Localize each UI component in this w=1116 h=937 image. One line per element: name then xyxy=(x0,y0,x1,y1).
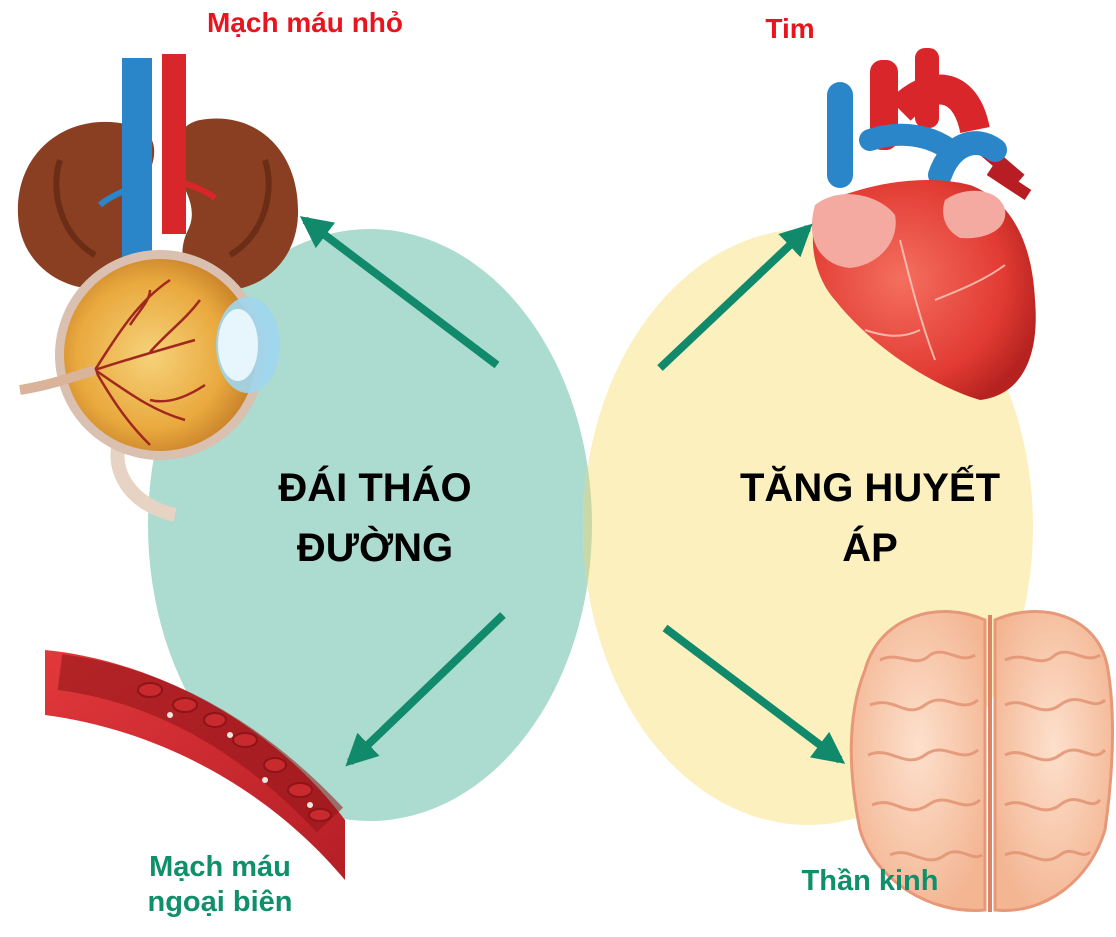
diabetes-title-line1: ĐÁI THÁO xyxy=(230,458,520,518)
diabetes-title: ĐÁI THÁO ĐƯỜNG xyxy=(230,458,520,578)
label-nerves: Thần kinh xyxy=(770,864,970,899)
label-heart: Tim xyxy=(740,12,840,46)
hypertension-title-line2: ÁP xyxy=(710,518,1030,578)
label-peripheral-line2: ngoại biên xyxy=(110,885,330,920)
diabetes-title-line2: ĐƯỜNG xyxy=(230,518,520,578)
hypertension-title-line1: TĂNG HUYẾT xyxy=(710,458,1030,518)
label-peripheral-vessels: Mạch máu ngoại biên xyxy=(110,850,330,920)
hypertension-title: TĂNG HUYẾT ÁP xyxy=(710,458,1030,578)
label-small-vessels: Mạch máu nhỏ xyxy=(170,6,440,40)
label-peripheral-line1: Mạch máu xyxy=(110,850,330,885)
